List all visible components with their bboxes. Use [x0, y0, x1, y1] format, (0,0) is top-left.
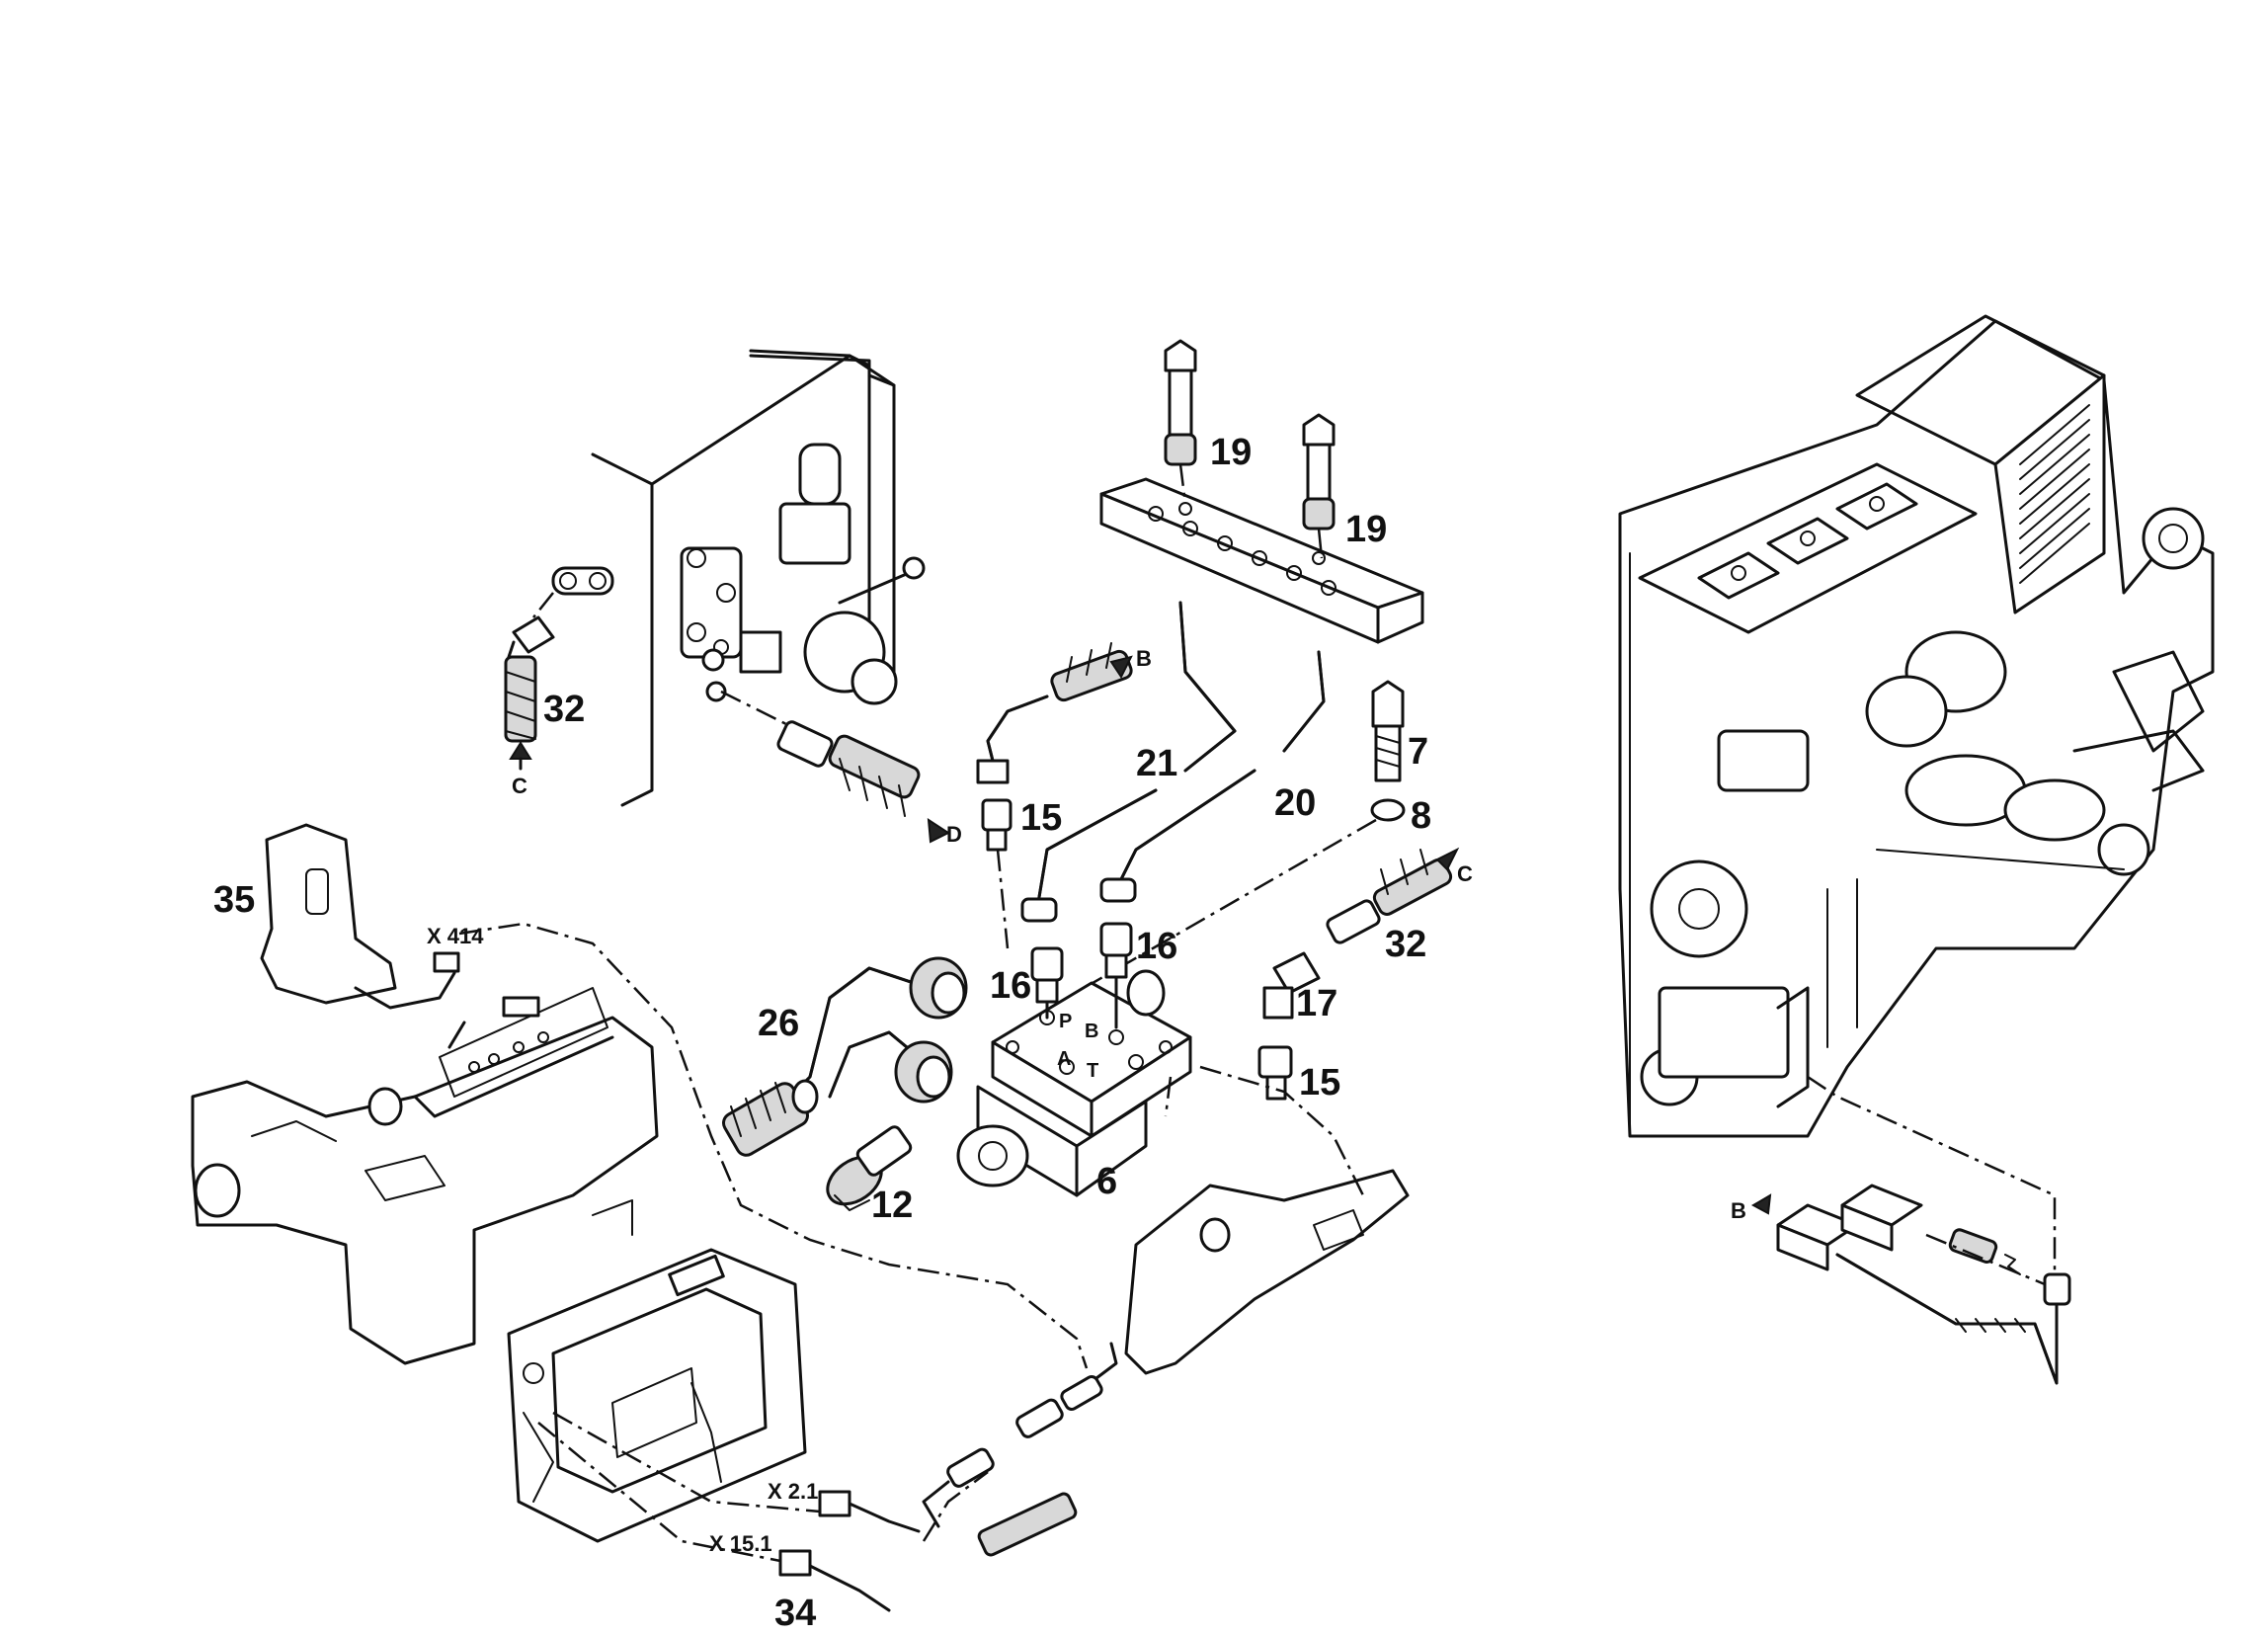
port-label-a: A — [1057, 1048, 1071, 1070]
callout-16: 16 — [990, 965, 1031, 1007]
callout-19: 19 — [1345, 509, 1387, 550]
callout-15: 15 — [1299, 1062, 1340, 1104]
arrow-ref-c: C — [512, 774, 527, 798]
arrow-ref-c: C — [1457, 861, 1473, 886]
connector-label-x2-1: X 2.1 — [768, 1479, 818, 1504]
callout-8: 8 — [1411, 795, 1431, 837]
callout-35: 35 — [213, 879, 255, 921]
connector-label-x414: X 414 — [427, 924, 484, 948]
engine-assembly — [1618, 314, 2215, 1138]
operator-console — [191, 987, 659, 1365]
callout-32: 32 — [1385, 924, 1426, 965]
callout-32: 32 — [543, 689, 585, 730]
hose-to-b-top — [976, 642, 1133, 949]
hose-32-right — [1066, 818, 1460, 1101]
hose-assembly-26 — [722, 956, 968, 1157]
port-label-t: T — [1087, 1060, 1098, 1082]
callout-34: 34 — [774, 1593, 816, 1634]
connector-plugs — [778, 1490, 921, 1612]
valve-bracket-panel — [591, 349, 926, 807]
callout-26: 26 — [758, 1003, 799, 1044]
arrow-ref-b: B — [1136, 646, 1152, 671]
arrow-ref-b: B — [1731, 1198, 1746, 1223]
control-box — [507, 1248, 807, 1543]
callout-16: 16 — [1136, 926, 1177, 967]
callout-12: 12 — [871, 1185, 913, 1226]
callout-6: 6 — [1096, 1161, 1117, 1202]
callout-15: 15 — [1020, 797, 1062, 839]
seat-cushion-35 — [260, 823, 460, 1010]
callout-17: 17 — [1296, 983, 1337, 1024]
arrow-ref-d: D — [946, 822, 962, 847]
port-label-p: P — [1059, 1011, 1072, 1032]
pressure-switch-12 — [826, 1125, 913, 1211]
mounting-plate — [1124, 1169, 1410, 1375]
valve-block-6 — [956, 922, 1192, 1197]
hose-to-d — [776, 720, 951, 844]
callout-21: 21 — [1136, 743, 1177, 784]
callout-19: 19 — [1210, 432, 1252, 473]
port-label-b: B — [1085, 1021, 1098, 1042]
bolt-7-washer-8 — [1370, 680, 1406, 822]
connector-label-x15-1: X 15.1 — [709, 1531, 772, 1556]
pipes-20-21 — [1020, 601, 1326, 923]
callout-7: 7 — [1408, 731, 1428, 773]
hose-32-left — [504, 566, 614, 771]
harness-routes — [458, 922, 1365, 1563]
distribution-block — [1099, 339, 1424, 644]
sensor-harness — [922, 1342, 1118, 1557]
callout-20: 20 — [1274, 782, 1316, 824]
hose-to-b-right — [1750, 1075, 2071, 1385]
